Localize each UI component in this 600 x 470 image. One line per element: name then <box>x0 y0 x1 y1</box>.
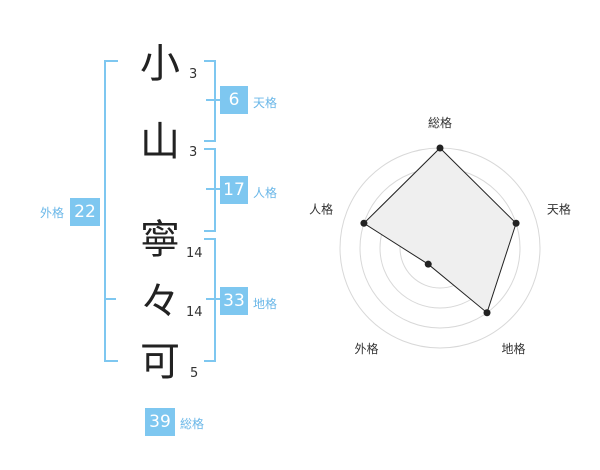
stroke-count-5: 5 <box>190 366 199 381</box>
chikaku-badge: 33 <box>220 287 248 315</box>
radar-point-4 <box>360 219 368 227</box>
soukaku-label: 総格 <box>180 417 205 431</box>
jinkaku-label: 人格 <box>253 186 278 200</box>
gaikaku-badge: 22 <box>70 198 100 226</box>
chikaku-label: 地格 <box>253 297 278 311</box>
tenkaku-label: 天格 <box>253 96 278 110</box>
chikaku-bracket <box>204 238 216 362</box>
radar-axis-label-2: 地格 <box>501 341 525 356</box>
name-char-1: 小 <box>140 41 180 87</box>
radar-axis-label-0: 総格 <box>428 115 452 130</box>
name-char-5: 可 <box>140 339 180 385</box>
name-char-3: 寧 <box>140 217 180 263</box>
stroke-count-3: 14 <box>186 246 203 261</box>
radar-point-3 <box>424 260 432 268</box>
tenkaku-badge: 6 <box>220 86 248 114</box>
stroke-count-4: 14 <box>186 305 203 320</box>
jinkaku-connector <box>206 188 220 190</box>
radar-points <box>360 144 520 317</box>
tenkaku-bracket <box>204 60 216 142</box>
name-char-4: 々 <box>140 279 180 325</box>
radar-point-2 <box>483 309 491 317</box>
jinkaku-badge: 17 <box>220 176 248 204</box>
stroke-count-1: 3 <box>189 67 198 82</box>
radar-polygon <box>363 147 517 314</box>
gaikaku-label: 外格 <box>40 206 65 220</box>
radar-axis-label-3: 外格 <box>354 341 378 356</box>
radar-point-1 <box>512 219 520 227</box>
chikaku-connector <box>206 298 220 300</box>
gaikaku-bracket-inner-tick <box>104 298 116 300</box>
radar-axis-label-4: 人格 <box>309 201 333 216</box>
name-char-2: 山 <box>140 119 180 165</box>
soukaku-badge: 39 <box>145 408 175 436</box>
tenkaku-connector <box>206 99 220 101</box>
stroke-count-2: 3 <box>189 145 198 160</box>
gaikaku-bracket <box>104 60 118 362</box>
radar-axis-label-1: 天格 <box>547 201 571 216</box>
jinkaku-bracket <box>204 148 216 232</box>
radar-point-0 <box>436 144 444 152</box>
